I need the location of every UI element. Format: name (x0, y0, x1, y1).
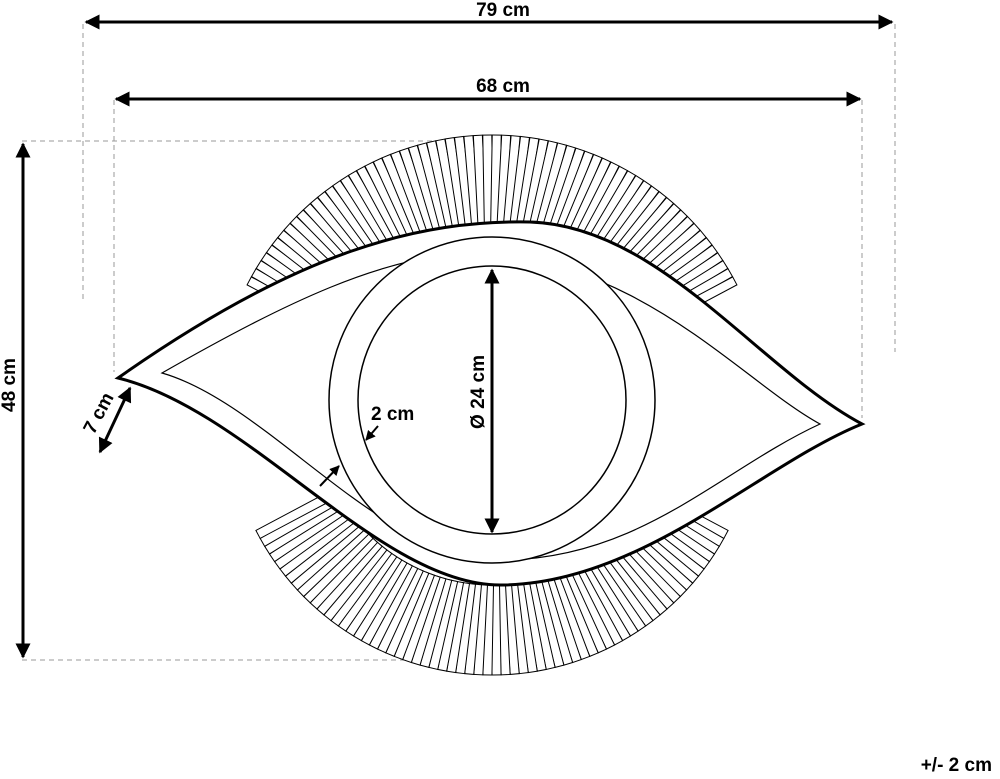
label-overall-height: 48 cm (0, 358, 20, 412)
dim-line-fringe-length (98, 386, 132, 454)
dimension-lines (15, 14, 894, 659)
label-fringe-length: 7 cm (80, 389, 119, 437)
label-overall-width: 79 cm (476, 0, 530, 21)
label-body-width: 68 cm (476, 76, 530, 97)
label-mirror-diameter: Ø 24 cm (468, 355, 489, 429)
label-frame-width: 2 cm (371, 404, 414, 425)
frame-width-arrows (319, 425, 379, 487)
guide-lines (22, 24, 896, 661)
tolerance-note: +/- 2 cm (920, 755, 992, 776)
